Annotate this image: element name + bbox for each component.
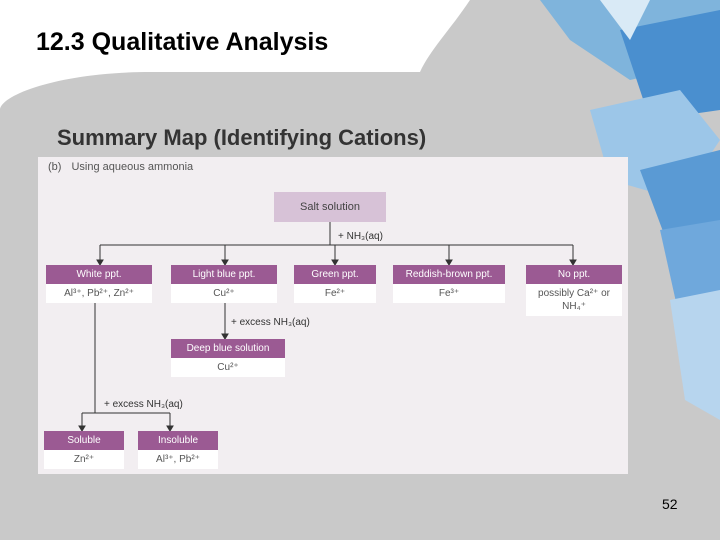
reagent-label-excess-ammonia-2: + excess NH₃(aq) (104, 399, 183, 410)
diagram-label-letter: (b) (48, 161, 62, 173)
soluble-ions: Zn²⁺ (44, 450, 124, 469)
soluble-box: Soluble Zn²⁺ (44, 431, 124, 469)
result-ions: Al³⁺, Pb²⁺, Zn²⁺ (46, 284, 152, 303)
result-head: White ppt. (46, 265, 152, 284)
flowchart-connectors (78, 222, 577, 432)
result-box-no-ppt: No ppt. possibly Ca²⁺ or NH₄⁺ (526, 265, 622, 316)
result-head: Light blue ppt. (171, 265, 277, 284)
deep-blue-ions: Cu²⁺ (171, 358, 285, 377)
result-box-white-ppt: White ppt. Al³⁺, Pb²⁺, Zn²⁺ (46, 265, 152, 303)
result-box-reddish-brown-ppt: Reddish-brown ppt. Fe³⁺ (393, 265, 505, 303)
result-ions: Fe³⁺ (393, 284, 505, 303)
result-ions: Cu²⁺ (171, 284, 277, 303)
slide-title: 12.3 Qualitative Analysis (36, 28, 329, 56)
flowchart-panel: (b) Using aqueous ammonia Salt solution +… (38, 157, 628, 474)
soluble-head: Soluble (44, 431, 124, 450)
insoluble-ions: Al³⁺, Pb²⁺ (138, 450, 218, 469)
result-box-green-ppt: Green ppt. Fe²⁺ (294, 265, 376, 303)
result-head: No ppt. (526, 265, 622, 284)
slide-subtitle: Summary Map (Identifying Cations) (57, 125, 427, 150)
salt-solution-box: Salt solution (274, 192, 386, 222)
result-head: Reddish-brown ppt. (393, 265, 505, 284)
insoluble-head: Insoluble (138, 431, 218, 450)
result-head: Green ppt. (294, 265, 376, 284)
deep-blue-head: Deep blue solution (171, 339, 285, 358)
diagram-label-text: Using aqueous ammonia (71, 161, 194, 173)
result-ions: possibly Ca²⁺ or NH₄⁺ (526, 284, 622, 316)
reagent-label-excess-ammonia: + excess NH₃(aq) (231, 317, 310, 328)
page-number: 52 (662, 496, 678, 512)
reagent-label-ammonia: + NH₃(aq) (338, 231, 383, 242)
result-ions: Fe²⁺ (294, 284, 376, 303)
insoluble-box: Insoluble Al³⁺, Pb²⁺ (138, 431, 218, 469)
result-box-light-blue-ppt: Light blue ppt. Cu²⁺ (171, 265, 277, 303)
diagram-label: (b) Using aqueous ammonia (48, 161, 193, 173)
deep-blue-solution-box: Deep blue solution Cu²⁺ (171, 339, 285, 377)
